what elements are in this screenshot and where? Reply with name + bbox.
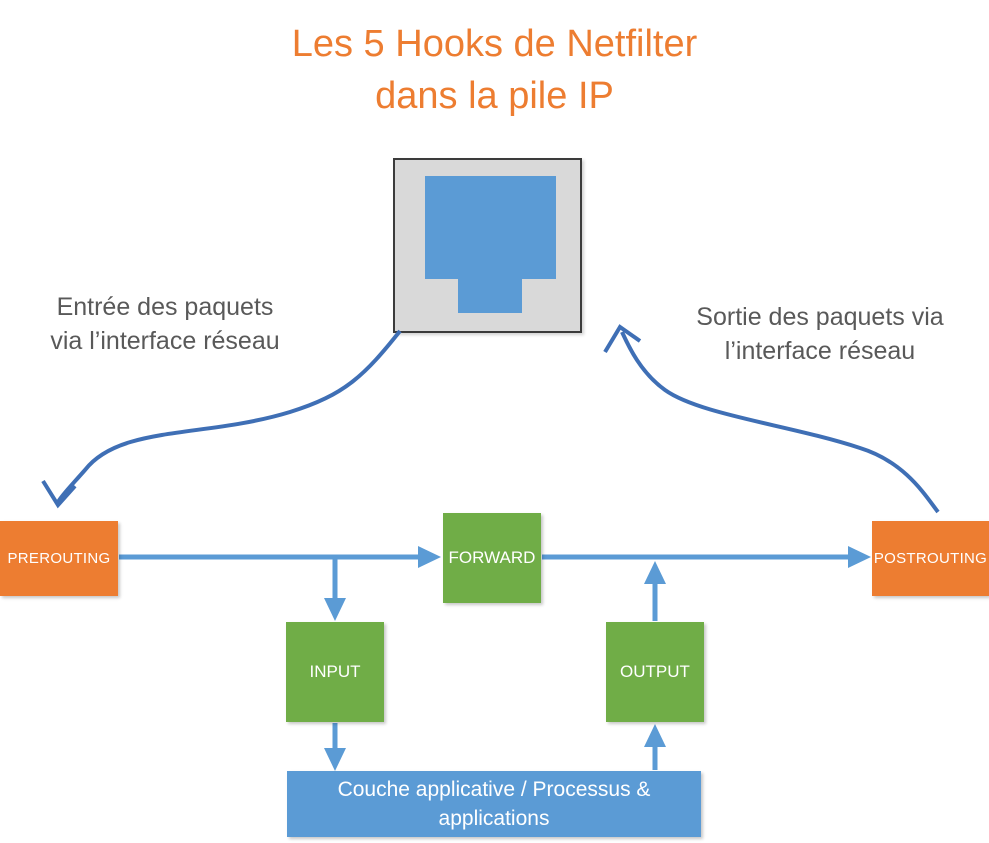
caption-inbound: Entrée des paquets via l’interface résea…	[50, 293, 280, 355]
arrow-app-layer-to-output	[644, 724, 666, 770]
arrow-input-to-app-layer	[324, 723, 346, 771]
hook-box-input[interactable]: INPUT	[286, 622, 384, 722]
hook-label-input: INPUT	[309, 662, 361, 681]
hook-box-prerouting[interactable]: PREROUTING	[0, 521, 118, 596]
arrow-prerouting-to-input	[324, 557, 346, 621]
hook-label-prerouting: PREROUTING	[7, 550, 111, 567]
hook-label-output: OUTPUT	[620, 662, 690, 681]
hook-box-output[interactable]: OUTPUT	[606, 622, 704, 722]
network-interface-icon	[393, 158, 582, 333]
application-layer-box[interactable]: Couche applicative / Processus & applica…	[287, 771, 701, 837]
hook-label-postrouting: POSTROUTING	[873, 550, 988, 567]
hook-box-postrouting[interactable]: POSTROUTING	[872, 521, 989, 596]
hook-label-forward: FORWARD	[448, 548, 536, 567]
arrow-prerouting-to-forward	[119, 546, 441, 568]
rj45-plug-icon	[425, 176, 556, 313]
application-layer-label: Couche applicative / Processus & applica…	[337, 778, 651, 830]
page-title: Les 5 Hooks de Netfilter dans la pile IP	[291, 23, 698, 117]
caption-outbound: Sortie des paquets via l’interface résea…	[696, 303, 944, 365]
hook-box-forward[interactable]: FORWARD	[443, 513, 541, 603]
arrow-output-to-forward-line	[644, 561, 666, 621]
arrow-forward-to-postrouting	[542, 546, 871, 568]
